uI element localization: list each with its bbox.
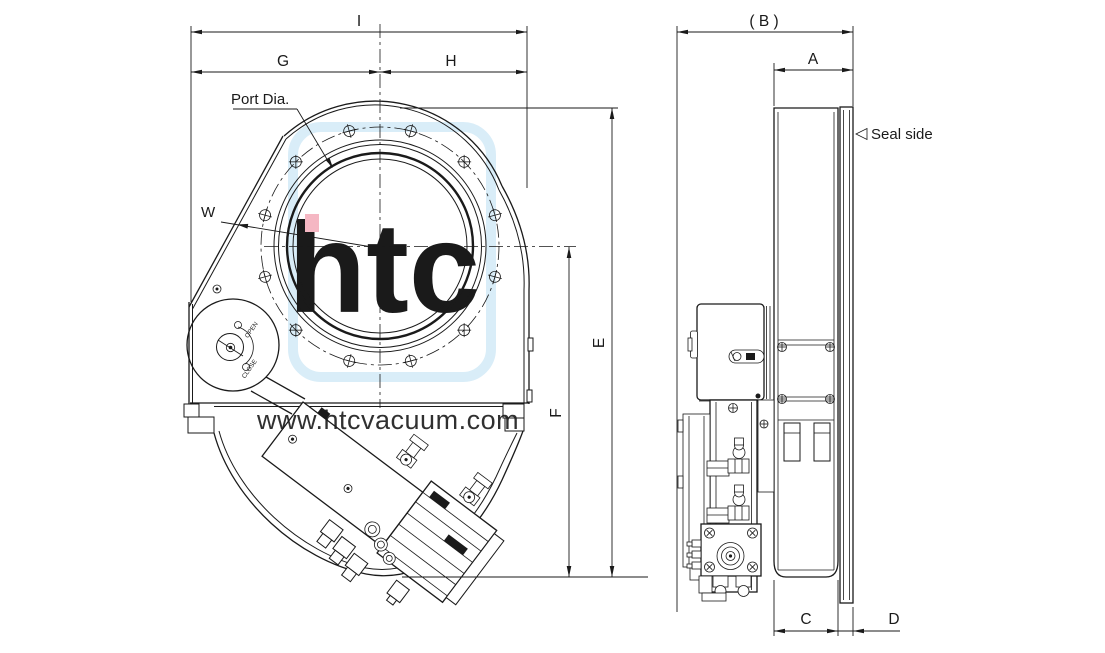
dim-label-f: F [548,408,565,417]
side-body [773,107,839,578]
dim-label-h: H [445,53,456,70]
dim-label-a: A [808,51,819,68]
side-dimensions: ( B ) A C D [676,13,900,636]
dim-label-b: ( B ) [749,13,778,30]
dim-label-i: I [357,13,361,30]
front-view: www.htcvacuum.com OPEN CLOSE [183,13,648,606]
actuator-assembly [261,401,505,606]
port-dia-label: Port Dia. [231,91,289,108]
dimension-g: G [191,53,380,75]
dimension-b: ( B ) [677,13,853,35]
dimension-h: H [380,53,527,75]
side-view: Seal side [676,13,933,636]
dim-label-g: G [277,53,289,70]
seal-side-label: Seal side [871,126,933,143]
w-callout: W [201,204,379,249]
port-flange-circles [260,100,503,366]
dimension-e: E [591,108,615,577]
seal-plate [839,106,854,604]
dimension-c: C [774,611,900,634]
solenoid-screws [704,527,758,573]
dimension-f: F [548,247,572,577]
dim-label-c: C [800,611,811,628]
dim-label-w: W [201,204,216,221]
watermark-url: www.htcvacuum.com [256,405,519,435]
actuator-arm [265,376,306,400]
port-circle [285,151,475,341]
dim-label-d: D [888,611,899,628]
dimension-d: D [853,611,900,634]
side-cylinder-assembly [677,399,775,602]
bolt-holes [258,124,502,368]
valve-body-outline [183,135,534,577]
dimension-a: A [774,51,853,73]
dim-label-e: E [591,338,608,348]
gate-screws [777,342,835,404]
bolt-circle [260,126,500,366]
front-dimensions: I G H E [190,13,648,578]
side-motor-bracket [687,303,771,402]
watermark-accent-dot [305,214,319,232]
seal-side-arrow-icon [855,127,868,141]
dimension-i: I [191,13,527,35]
port-dia-callout: Port Dia. [231,91,333,168]
seal-side-callout: Seal side [855,126,933,143]
override-housing [186,298,280,392]
